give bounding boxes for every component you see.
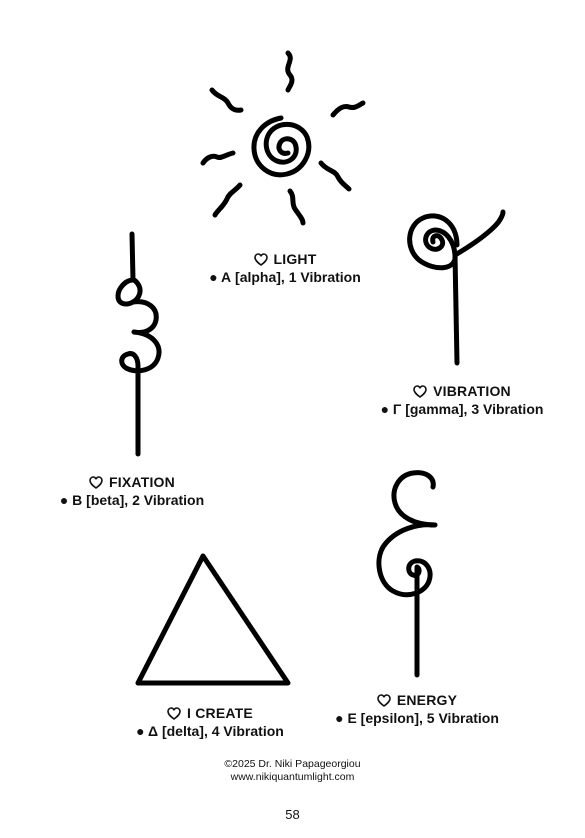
fixation-title: FIXATION bbox=[32, 473, 232, 491]
heart-outline-icon bbox=[377, 693, 391, 707]
energy-title-text: ENERGY bbox=[396, 692, 458, 708]
vibration-caption: VIBRATION ● Γ [gamma], 3 Vibration bbox=[362, 382, 562, 417]
footer-credits: ©2025 Dr. Niki Papageorgiou www.nikiquan… bbox=[0, 758, 585, 784]
page-number: 58 bbox=[285, 807, 300, 822]
website-text: www.nikiquantumlight.com bbox=[230, 771, 355, 783]
fixation-subtitle: ● Β [beta], 2 Vibration bbox=[59, 492, 205, 508]
create-subtitle: ● Δ [delta], 4 Vibration bbox=[136, 723, 284, 739]
light-sun-symbol bbox=[200, 50, 366, 226]
create-title-text: I CREATE bbox=[187, 705, 253, 721]
fixation-title-text: FIXATION bbox=[109, 474, 175, 490]
fixation-symbol bbox=[115, 231, 162, 457]
energy-subtitle: ● Ε [epsilon], 5 Vibration bbox=[335, 710, 499, 726]
heart-outline-icon bbox=[89, 475, 103, 489]
create-title: I CREATE bbox=[110, 704, 310, 722]
vibration-subtitle: ● Γ [gamma], 3 Vibration bbox=[380, 401, 544, 417]
heart-outline-icon bbox=[253, 252, 268, 266]
light-subtitle: ● Α [alpha], 1 Vibration bbox=[209, 269, 361, 285]
vibration-title-text: VIBRATION bbox=[433, 383, 511, 399]
heart-outline-icon bbox=[167, 706, 181, 720]
light-title-text: LIGHT bbox=[273, 251, 317, 267]
light-caption: LIGHT ● Α [alpha], 1 Vibration bbox=[185, 250, 385, 285]
create-triangle-symbol bbox=[135, 553, 291, 686]
energy-caption: ENERGY ● Ε [epsilon], 5 Vibration bbox=[317, 691, 517, 726]
energy-title: ENERGY bbox=[317, 691, 517, 709]
fixation-caption: FIXATION ● Β [beta], 2 Vibration bbox=[32, 473, 232, 508]
vibration-symbol bbox=[407, 209, 506, 366]
light-title: LIGHT bbox=[185, 250, 385, 268]
vibration-title: VIBRATION bbox=[362, 382, 562, 400]
heart-outline-icon bbox=[413, 384, 427, 398]
energy-symbol bbox=[376, 470, 438, 678]
create-caption: I CREATE ● Δ [delta], 4 Vibration bbox=[110, 704, 310, 739]
copyright-text: ©2025 Dr. Niki Papageorgiou bbox=[224, 758, 361, 770]
